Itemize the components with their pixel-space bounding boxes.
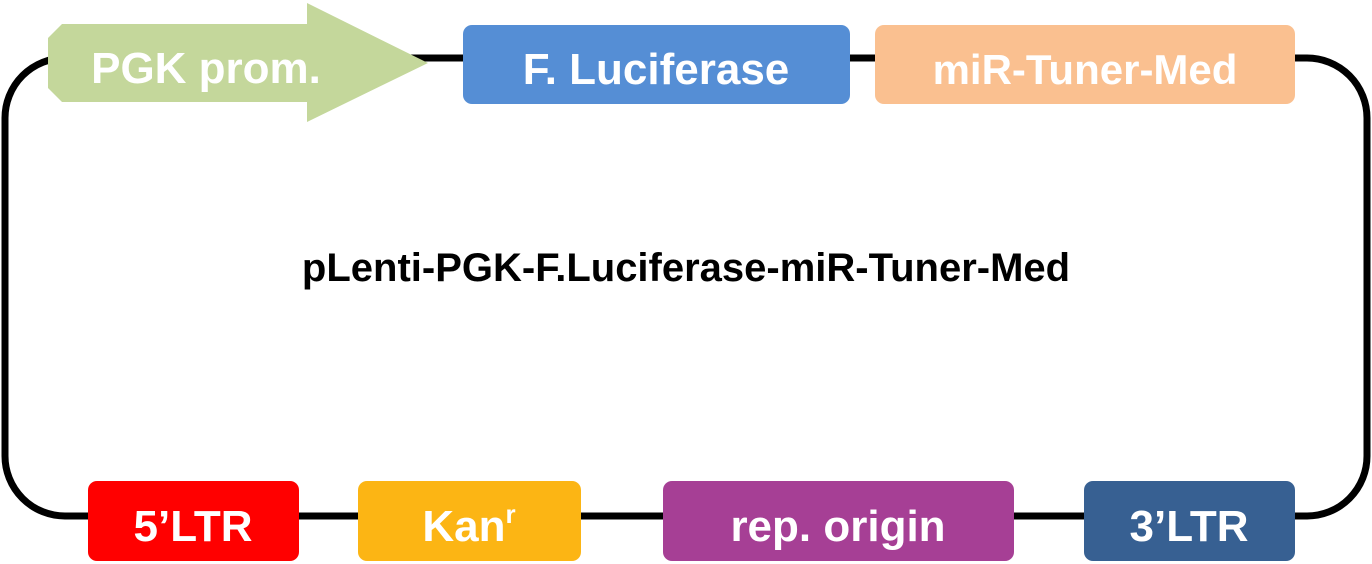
- feature-5ltr-label: 5’LTR: [134, 502, 253, 551]
- feature-rep-origin: rep. origin: [663, 481, 1014, 561]
- feature-3ltr-label: 3’LTR: [1130, 502, 1249, 551]
- promoter-label: PGK prom.: [91, 44, 321, 93]
- feature-kanr-box: [358, 481, 581, 561]
- feature-luciferase-label: F. Luciferase: [523, 45, 790, 94]
- feature-luciferase-box: [463, 25, 850, 104]
- feature-3ltr-box: [1084, 481, 1295, 561]
- promoter-shape: [48, 3, 428, 122]
- kanr-superscript: r: [506, 499, 516, 529]
- feature-rep-origin-box: [663, 481, 1014, 561]
- kanr-main-text: Kan: [422, 502, 505, 551]
- feature-5ltr-box: [88, 481, 299, 561]
- feature-mir-tuner-label: miR-Tuner-Med: [933, 46, 1238, 93]
- feature-mir-tuner-box: [875, 25, 1295, 104]
- plasmid-title: pLenti-PGK-F.Luciferase-miR-Tuner-Med: [302, 246, 1070, 290]
- feature-kanr: Kanr: [358, 481, 581, 561]
- promoter-arrow: PGK prom.: [48, 3, 428, 122]
- feature-3ltr: 3’LTR: [1084, 481, 1295, 561]
- feature-luciferase: F. Luciferase: [463, 25, 850, 104]
- feature-kanr-label: Kanr: [422, 499, 515, 551]
- feature-mir-tuner: miR-Tuner-Med: [875, 25, 1295, 104]
- feature-5ltr: 5’LTR: [88, 481, 299, 561]
- feature-rep-origin-label: rep. origin: [730, 502, 945, 551]
